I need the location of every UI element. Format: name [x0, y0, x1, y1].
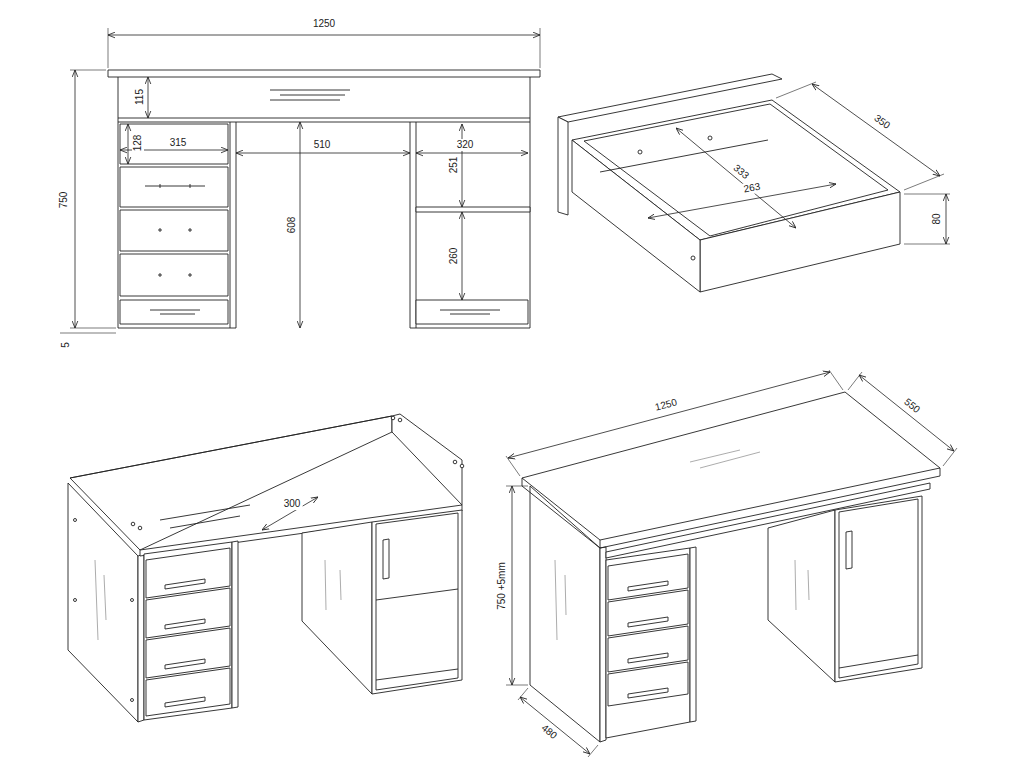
dimension-label: 1250 — [311, 18, 337, 30]
dimension-label: 115 — [134, 87, 146, 107]
dimension-label: 510 — [312, 139, 333, 151]
dimension-label: 320 — [455, 139, 476, 151]
dimension-label: 1250 — [652, 396, 680, 414]
front-view — [60, 28, 540, 333]
dimension-label: 480 — [537, 721, 561, 743]
dimension-label: 750 +5mm — [496, 560, 508, 612]
dimension-label: 550 — [900, 395, 924, 417]
dimension-label: 300 — [282, 498, 303, 510]
desk-frame-view — [68, 414, 464, 722]
dimension-label: 5 — [60, 340, 72, 350]
dimension-label: 251 — [448, 155, 460, 176]
dimension-label: 750 — [58, 190, 70, 211]
drawer-view — [558, 74, 950, 292]
dimension-label: 80 — [931, 211, 943, 226]
dimension-label: 333 — [729, 161, 753, 183]
dimension-label: 260 — [448, 246, 460, 267]
dimension-label: 315 — [168, 137, 189, 149]
dimension-label: 608 — [286, 215, 298, 236]
dimension-label: 350 — [870, 111, 894, 133]
dimension-label: 263 — [741, 180, 763, 195]
dimension-label: 128 — [132, 133, 144, 154]
desk-complete-view — [506, 370, 957, 757]
